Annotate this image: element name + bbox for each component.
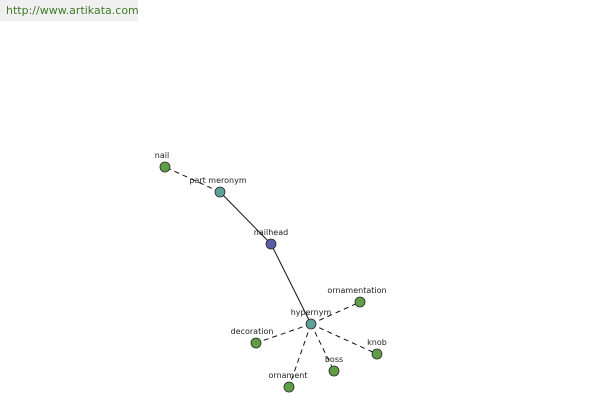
node-label-boss: boss: [325, 355, 343, 364]
node-ornament[interactable]: ornament: [269, 371, 308, 393]
node-decoration[interactable]: decoration: [231, 327, 274, 349]
node-label-decoration: decoration: [231, 327, 274, 336]
graph-nodes: nailhead part meronym hypernym nail ornament…: [155, 151, 387, 393]
url-bar: http://www.artikata.com: [0, 0, 139, 21]
node-dot-ornament[interactable]: [283, 381, 295, 393]
node-part-meronym[interactable]: part meronym: [189, 176, 247, 198]
edge-hypernym-knob: [310, 323, 378, 355]
edge-nailhead-part-meronym: [219, 191, 272, 245]
node-nailhead[interactable]: nailhead: [254, 228, 288, 250]
node-dot-part-meronym[interactable]: [214, 186, 226, 198]
node-label-nail: nail: [155, 151, 169, 160]
node-label-nailhead: nailhead: [254, 228, 288, 237]
edge-nailhead-hypernym: [270, 243, 312, 325]
node-dot-hypernym[interactable]: [305, 318, 317, 330]
node-label-ornament: ornament: [269, 371, 308, 380]
node-dot-nail[interactable]: [159, 161, 171, 173]
node-label-ornamentation: ornamentation: [327, 286, 386, 295]
node-label-knob: knob: [367, 338, 387, 347]
node-boss[interactable]: boss: [325, 355, 343, 377]
node-dot-ornamentation[interactable]: [354, 296, 366, 308]
node-knob[interactable]: knob: [367, 338, 387, 360]
node-ornamentation[interactable]: ornamentation: [327, 286, 387, 308]
edge-hypernym-decoration: [255, 323, 312, 344]
node-dot-knob[interactable]: [371, 348, 383, 360]
node-label-part-meronym: part meronym: [189, 176, 246, 185]
node-dot-boss[interactable]: [328, 365, 340, 377]
node-hypernym[interactable]: hypernym: [291, 308, 332, 330]
node-label-hypernym: hypernym: [291, 308, 332, 317]
node-dot-decoration[interactable]: [250, 337, 262, 349]
edge-part-meronym-nail: [164, 166, 221, 193]
node-dot-nailhead[interactable]: [265, 238, 277, 250]
edge-hypernym-ornament: [288, 323, 312, 388]
graph-edges: [164, 166, 378, 388]
source-link[interactable]: http://www.artikata.com: [6, 4, 139, 17]
node-nail[interactable]: nail: [155, 151, 171, 173]
